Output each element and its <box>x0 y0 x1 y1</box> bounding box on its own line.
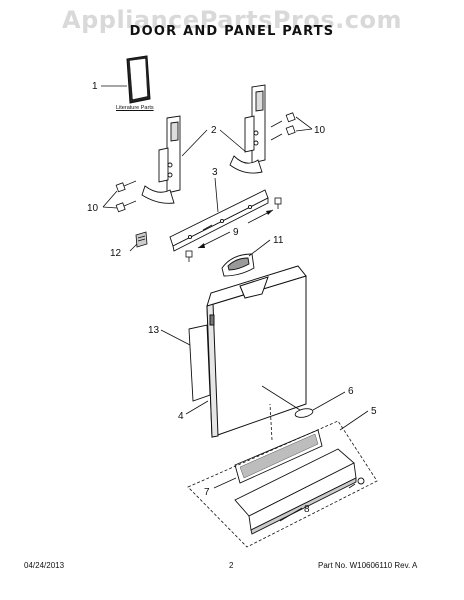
callout-13: 13 <box>148 325 160 336</box>
door-clip <box>135 231 148 248</box>
left-hinge-bracket <box>141 115 181 204</box>
leader-filter-up <box>269 403 273 441</box>
callout-8: 8 <box>304 504 310 515</box>
callout-4: 4 <box>178 411 184 422</box>
leader-10-left-b <box>102 206 118 209</box>
leader-4 <box>185 400 209 415</box>
toe-panel-assembly-outline <box>187 420 378 548</box>
watermark-text: AppliancePartsPros.com <box>62 6 402 34</box>
leader-10-right-a <box>295 116 313 130</box>
leader-11 <box>248 239 271 257</box>
insulation-sheet <box>188 324 211 402</box>
footer-part-number: Part No. W10606110 Rev. A <box>318 561 418 570</box>
leader-3 <box>214 177 219 213</box>
callout-7: 7 <box>204 487 210 498</box>
door-handle <box>221 253 255 277</box>
leader-2a <box>181 129 208 157</box>
leader-5 <box>339 410 369 431</box>
leader-7 <box>213 477 237 489</box>
callout-10-right: 10 <box>314 125 326 136</box>
leader-panel-center <box>261 385 301 411</box>
footer-date: 04/24/2013 <box>24 561 65 570</box>
bracket-screws <box>185 197 282 262</box>
leader-10-left-a <box>102 190 118 208</box>
outer-door-panel <box>206 265 307 438</box>
literature-parts-label: Literature Parts <box>116 105 154 111</box>
footer-page-number: 2 <box>229 561 234 570</box>
callout-10-left: 10 <box>87 203 99 214</box>
callout-5: 5 <box>371 406 377 417</box>
literature-packet <box>126 55 151 104</box>
diagram-title: DOOR AND PANEL PARTS <box>129 24 335 39</box>
leader-13 <box>160 329 191 346</box>
callout-1: 1 <box>92 81 98 92</box>
right-hinge-bracket <box>229 84 266 174</box>
callout-2: 2 <box>211 125 217 136</box>
callout-9: 9 <box>233 227 239 238</box>
screw-group-right <box>270 112 296 141</box>
leader-12 <box>129 243 138 252</box>
channel-bracket <box>169 189 269 252</box>
callout-6: 6 <box>348 386 354 397</box>
leader-10-right-b <box>295 128 313 132</box>
toe-plate <box>234 448 365 535</box>
leader-6 <box>312 391 346 411</box>
callout-11: 11 <box>273 235 284 246</box>
leader-2b <box>219 129 247 153</box>
callout-3: 3 <box>212 167 218 178</box>
screw-group-left <box>115 180 137 213</box>
logo-badge <box>294 408 314 418</box>
callout-12: 12 <box>110 248 122 259</box>
leader-8 <box>279 507 303 522</box>
